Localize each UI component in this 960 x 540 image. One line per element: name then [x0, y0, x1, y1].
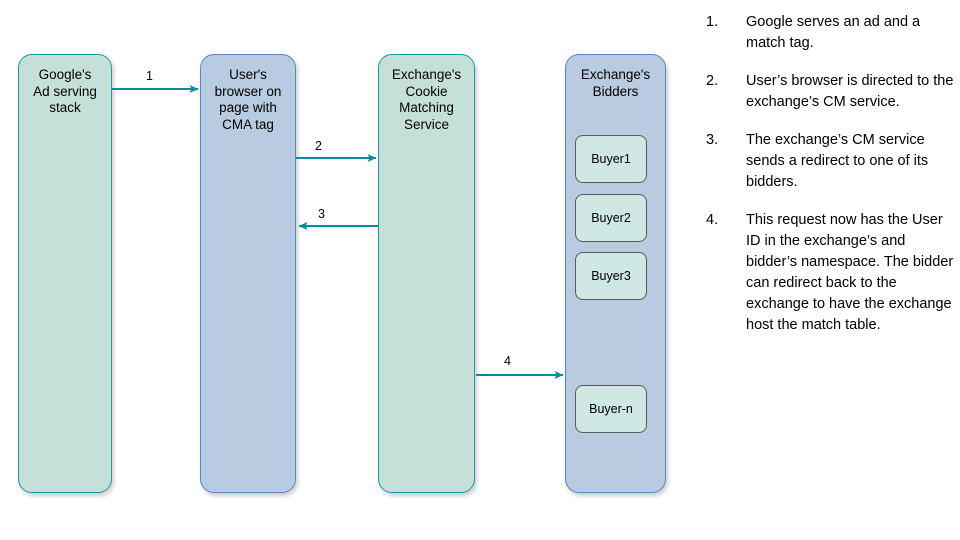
lane-label-user-browser: User's browser on page with CMA tag: [214, 67, 282, 132]
arrow-label-1: 1: [146, 69, 153, 83]
step-text: The exchange’s CM service sends a redire…: [746, 132, 929, 190]
buyer-label-buyer3: Buyer3: [591, 268, 631, 283]
buyer-label-buyer-n: Buyer-n: [589, 401, 633, 416]
buyer-box-buyer3[interactable]: Buyer3: [575, 252, 647, 300]
list-item: 4. This request now has the User ID in t…: [706, 210, 954, 336]
arrow-label-4: 4: [504, 354, 511, 368]
cookie-matching-diagram: Google's Ad serving stack User's browser…: [18, 54, 666, 493]
arrow-label-2: 2: [315, 139, 322, 153]
step-number: 2.: [706, 73, 719, 89]
lane-label-exchange-cookie-matching-service: Exchange's Cookie Matching Service: [391, 67, 462, 132]
lane-label-google-ad-serving-stack: Google's Ad serving stack: [33, 67, 97, 115]
step-number: 3.: [706, 132, 719, 148]
arrow-layer: [112, 85, 564, 379]
step-number: 1.: [706, 14, 719, 30]
list-item: 1. Google serves an ad and a match tag.: [706, 12, 954, 54]
lane-exchange-cookie-matching-service[interactable]: Exchange's Cookie Matching Service: [378, 54, 475, 493]
steps-list: 1. Google serves an ad and a match tag. …: [706, 12, 954, 353]
arrow-label-3: 3: [318, 207, 325, 221]
buyer-label-buyer2: Buyer2: [591, 210, 631, 225]
list-item: 2. User’s browser is directed to the exc…: [706, 71, 954, 113]
buyer-box-buyer2[interactable]: Buyer2: [575, 194, 647, 242]
step-number: 4.: [706, 212, 719, 228]
lane-user-browser[interactable]: User's browser on page with CMA tag: [200, 54, 296, 493]
buyer-box-buyer-n[interactable]: Buyer-n: [575, 385, 647, 433]
lane-google-ad-serving-stack[interactable]: Google's Ad serving stack: [18, 54, 112, 493]
buyer-box-buyer1[interactable]: Buyer1: [575, 135, 647, 183]
step-text: This request now has the User ID in the …: [746, 212, 954, 333]
step-text: Google serves an ad and a match tag.: [746, 14, 921, 51]
step-text: User’s browser is directed to the exchan…: [746, 73, 954, 110]
list-item: 3. The exchange’s CM service sends a red…: [706, 130, 954, 193]
buyer-label-buyer1: Buyer1: [591, 151, 631, 166]
lane-label-exchange-bidders: Exchange's Bidders: [580, 67, 651, 99]
